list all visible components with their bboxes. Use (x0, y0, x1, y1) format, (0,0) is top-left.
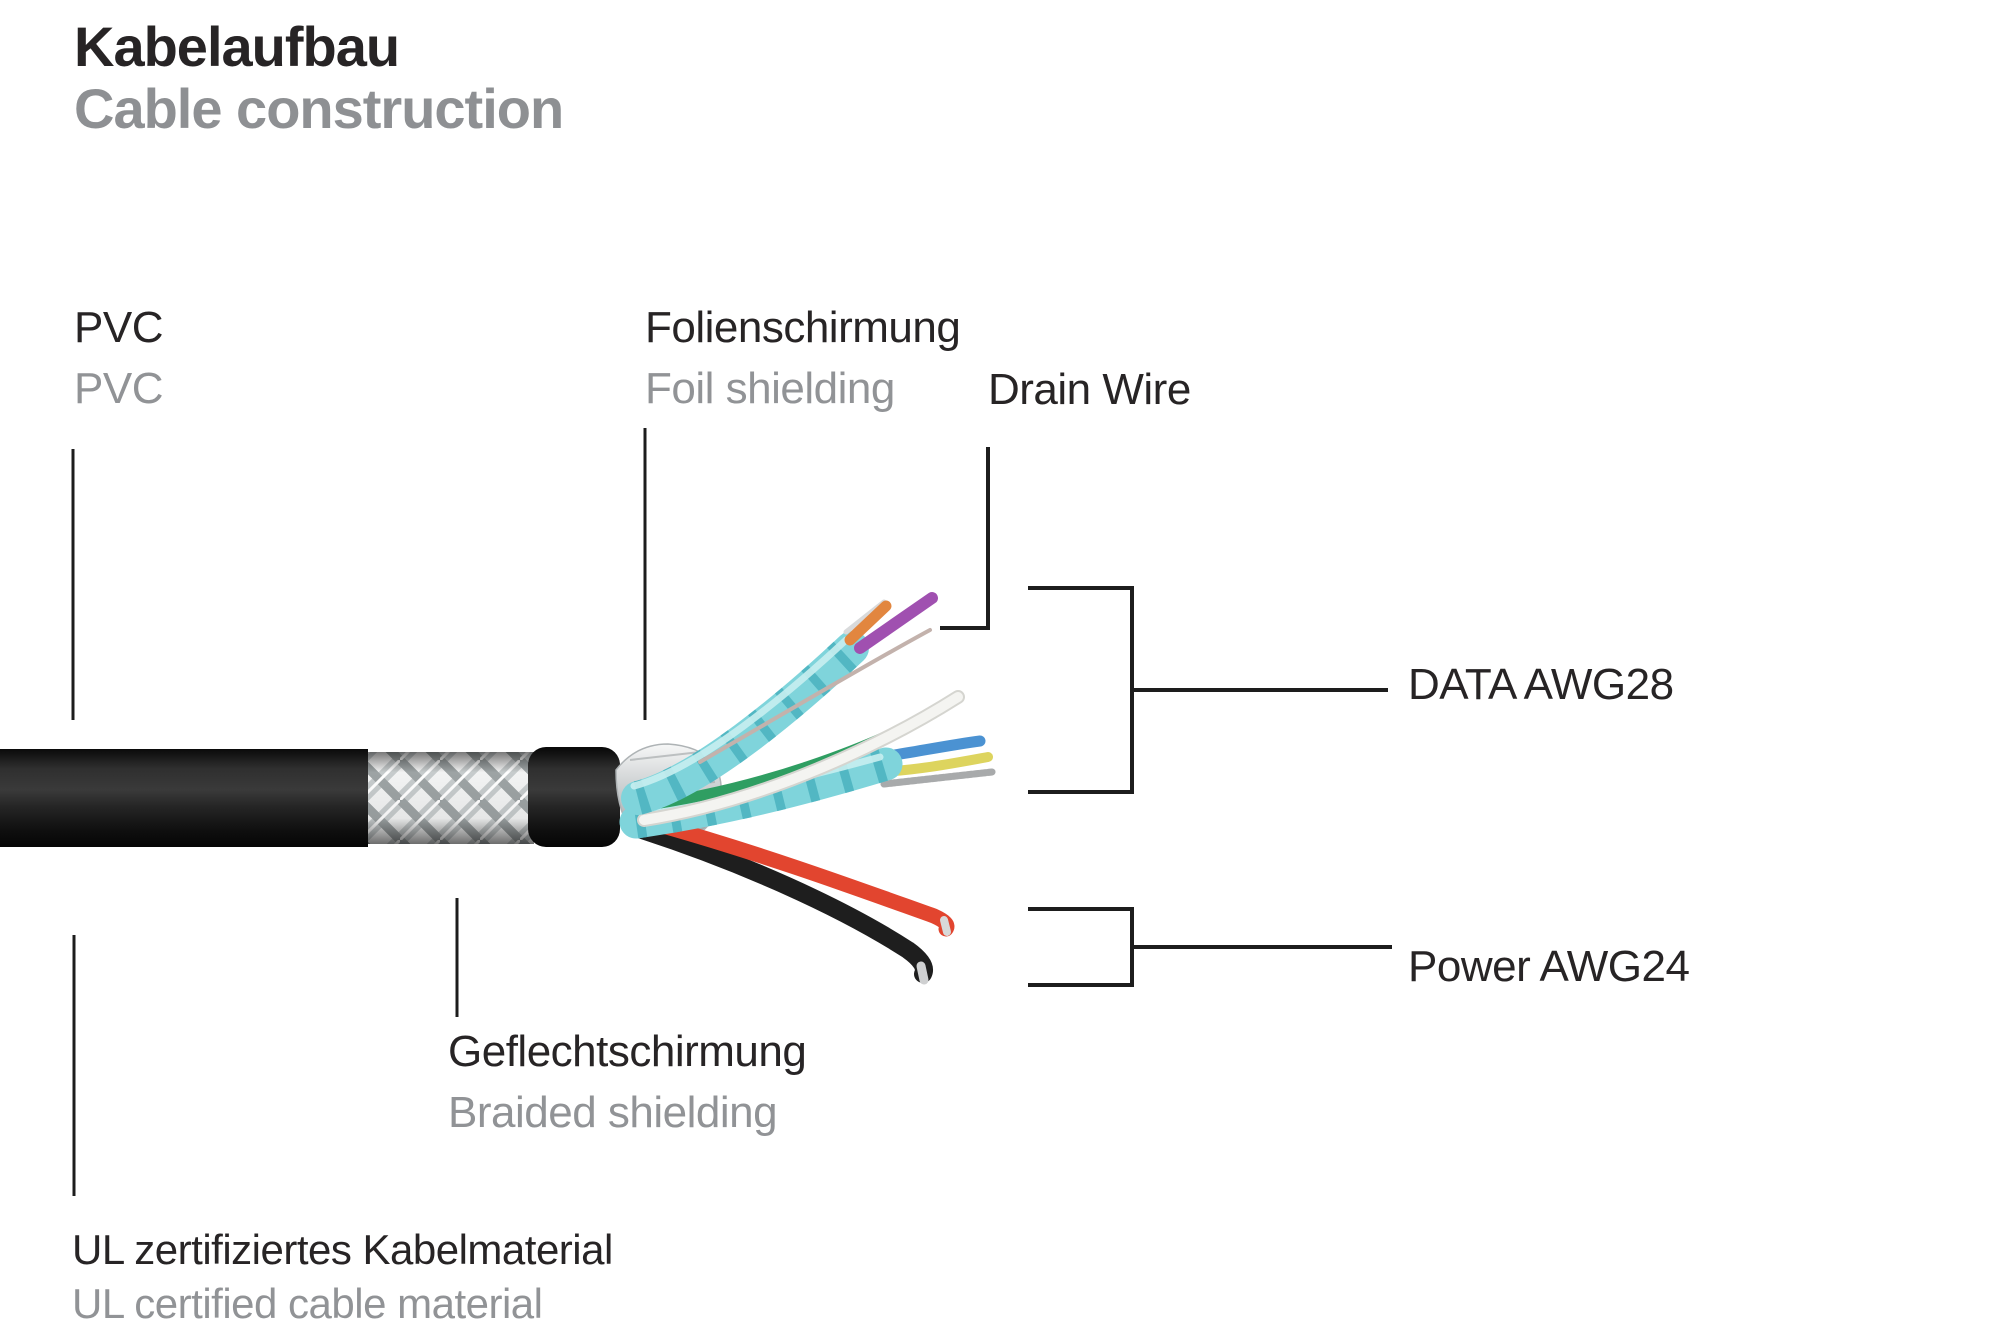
twisted-pair-upper (621, 592, 938, 815)
label-data-awg28-text: DATA AWG28 (1408, 660, 1674, 709)
braid-shading (362, 752, 534, 844)
label-drain-wire-text: Drain Wire (988, 365, 1191, 414)
power-wire-red-strands (940, 916, 951, 936)
label-ul-certified: UL zertifiziertes Kabelmaterial UL certi… (72, 1223, 613, 1331)
label-foil-shielding-en: Foil shielding (645, 364, 895, 413)
label-pvc-de: PVC (74, 303, 163, 352)
lower-pair-drain-braid-texture (880, 768, 996, 788)
label-braided-shielding: Geflechtschirmung Braided shielding (448, 1021, 807, 1143)
label-power-awg24-text: Power AWG24 (1408, 942, 1690, 991)
label-drain-wire: Drain Wire (988, 359, 1191, 420)
page-title: Kabelaufbau (74, 15, 400, 78)
label-foil-shielding: Folienschirmung Foil shielding (645, 297, 961, 419)
label-braided-shielding-en: Braided shielding (448, 1088, 778, 1137)
power-wires (633, 816, 955, 985)
drain-wire-leader-line (940, 447, 990, 630)
label-pvc: PVC PVC (74, 297, 163, 419)
label-power-awg24: Power AWG24 (1408, 936, 1690, 997)
label-pvc-en: PVC (74, 364, 163, 413)
power-wire-red (648, 816, 955, 937)
label-braided-shielding-de: Geflechtschirmung (448, 1027, 807, 1076)
wire-purple (854, 592, 938, 654)
label-foil-shielding-de: Folienschirmung (645, 303, 961, 352)
upper-pair-highlight (630, 636, 850, 790)
label-ul-certified-de: UL zertifiziertes Kabelmaterial (72, 1226, 613, 1273)
label-data-awg28: DATA AWG28 (1408, 654, 1674, 715)
page-subtitle: Cable construction (74, 77, 564, 140)
power-wire-black-strands (916, 961, 929, 985)
drain-wire (698, 628, 932, 764)
label-ul-certified-en: UL certified cable material (72, 1280, 543, 1327)
upper-pair-foil (621, 631, 869, 815)
braided-shield-segment (362, 752, 534, 844)
wire-orange (844, 600, 892, 646)
data-bracket (1028, 586, 1134, 794)
jacket-ring (528, 747, 620, 847)
cable-jacket (0, 749, 368, 847)
power-bracket (1028, 907, 1134, 987)
wire-white (639, 692, 963, 825)
leader-lines (71, 428, 1392, 1196)
